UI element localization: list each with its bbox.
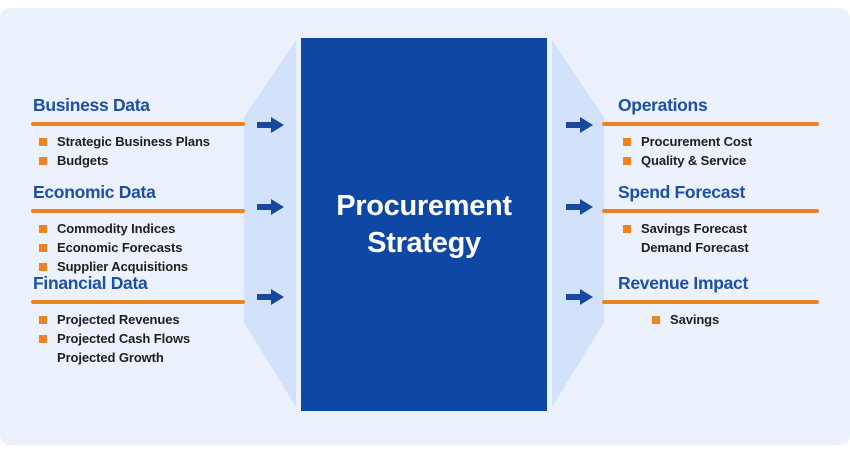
list-item-continuation: Projected Growth	[39, 348, 245, 367]
list-item-label: Procurement Cost	[641, 134, 753, 149]
section-items: Commodity Indices Economic Forecasts Sup…	[31, 219, 245, 276]
list-item: Economic Forecasts	[39, 238, 245, 257]
center-box-title-line1: Procurement	[336, 189, 512, 222]
section-economic-data: Economic Data Commodity Indices Economic…	[31, 181, 245, 274]
section-underline	[31, 209, 245, 213]
list-item-continuation: Demand Forecast	[623, 238, 819, 257]
section-underline	[31, 300, 245, 304]
section-title: Financial Data	[33, 273, 148, 293]
arrow-right-icon	[566, 199, 593, 215]
section-items: Procurement Cost Quality & Service	[602, 132, 819, 170]
list-item: Strategic Business Plans	[39, 132, 245, 151]
arrow-right-icon	[257, 117, 284, 133]
arrow-right-icon	[257, 289, 284, 305]
list-item-label: Economic Forecasts	[57, 240, 183, 255]
section-title: Revenue Impact	[618, 273, 749, 293]
section-underline	[602, 122, 819, 126]
arrow-right-icon	[566, 289, 593, 305]
bullet-square-icon	[39, 334, 47, 343]
list-item-label: Demand Forecast	[641, 240, 749, 255]
list-item-label: Commodity Indices	[57, 221, 176, 236]
list-item: Commodity Indices	[39, 219, 245, 238]
bullet-square-icon	[39, 315, 47, 324]
section-business-data: Business Data Strategic Business Plans B…	[31, 94, 245, 168]
center-box-title-line2: Strategy	[367, 226, 481, 259]
section-items: Savings Forecast Demand Forecast	[602, 219, 819, 257]
list-item-label: Strategic Business Plans	[57, 134, 210, 149]
section-items: Savings	[602, 310, 819, 329]
section-title: Operations	[618, 95, 708, 115]
list-item: Quality & Service	[623, 151, 819, 170]
list-item: Projected Cash Flows	[39, 329, 245, 348]
section-operations: Operations Procurement Cost Quality & Se…	[602, 94, 819, 168]
section-title: Spend Forecast	[618, 182, 746, 202]
section-spend-forecast: Spend Forecast Savings Forecast Demand F…	[602, 181, 819, 255]
bullet-square-icon	[39, 156, 47, 165]
section-underline	[602, 209, 819, 213]
section-underline	[31, 122, 245, 126]
bullet-square-icon	[39, 262, 47, 271]
bullet-square-icon	[39, 137, 47, 146]
list-item: Savings Forecast	[623, 219, 819, 238]
list-item-label: Projected Revenues	[57, 312, 180, 327]
list-item: Supplier Acquisitions	[39, 257, 245, 276]
bullet-square-icon	[39, 224, 47, 233]
list-item-label: Savings	[670, 312, 720, 327]
bullet-square-icon	[623, 137, 631, 146]
list-item: Projected Revenues	[39, 310, 245, 329]
list-item-label: Savings Forecast	[641, 221, 748, 236]
list-item-label: Projected Growth	[57, 350, 164, 365]
list-item: Procurement Cost	[623, 132, 819, 151]
list-item-label: Quality & Service	[641, 153, 747, 168]
bullet-square-icon	[623, 224, 631, 233]
list-item: Savings	[652, 310, 819, 329]
section-revenue-impact: Revenue Impact Savings	[602, 272, 819, 327]
section-title: Economic Data	[33, 182, 156, 202]
list-item-label: Budgets	[57, 153, 109, 168]
section-items: Projected Revenues Projected Cash Flows …	[31, 310, 245, 367]
list-item: Budgets	[39, 151, 245, 170]
list-item-label: Supplier Acquisitions	[57, 259, 189, 274]
procurement-strategy-box: Procurement Strategy	[301, 38, 547, 411]
bullet-square-icon	[652, 315, 660, 324]
bullet-square-icon	[623, 156, 631, 165]
list-item-label: Projected Cash Flows	[57, 331, 191, 346]
section-underline	[602, 300, 819, 304]
section-title: Business Data	[33, 95, 150, 115]
arrow-right-icon	[257, 199, 284, 215]
section-items: Strategic Business Plans Budgets	[31, 132, 245, 170]
bullet-square-icon	[39, 243, 47, 252]
arrow-right-icon	[566, 117, 593, 133]
section-financial-data: Financial Data Projected Revenues Projec…	[31, 272, 245, 365]
